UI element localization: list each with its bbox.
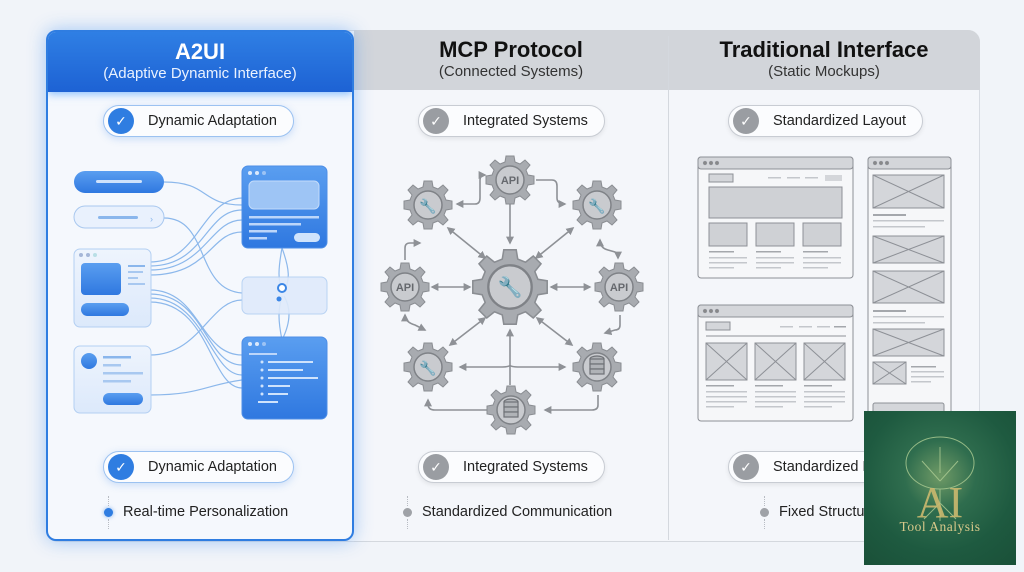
bullet-dot-icon: [104, 495, 113, 529]
a2ui-bottom-badge-label: Dynamic Adaptation: [148, 459, 277, 475]
mcp-column-header: MCP Protocol (Connected Systems): [354, 30, 668, 90]
watermark-text: Tool Analysis: [899, 519, 981, 534]
mcp-footnote-text: Standardized Communication: [422, 504, 613, 520]
wireframe-text-lines: [706, 177, 944, 408]
mcp-node-db-bottom: [486, 385, 536, 435]
traditional-footnote-text: Fixed Structure: [779, 504, 878, 520]
tool-analysis-watermark: AI Tool Analysis: [864, 411, 1016, 565]
a2ui-title: A2UI: [174, 39, 226, 64]
wrench-icon: 🔧: [419, 197, 436, 215]
mcp-node-wrench-bl: 🔧: [403, 342, 453, 392]
traditional-top-badge-label: Standardized Layout: [773, 113, 907, 129]
check-icon: ✓: [423, 108, 449, 134]
mcp-arrows: [401, 171, 622, 414]
flow-connections: [149, 181, 290, 396]
mcp-bottom-badge-label: Integrated Systems: [463, 459, 588, 475]
tree-logo-icon: AI: [905, 436, 975, 527]
mcp-node-center: 🔧: [471, 248, 549, 326]
svg-text:API: API: [396, 282, 414, 294]
mcp-bottom-badge: ✓ Integrated Systems: [418, 451, 605, 483]
mcp-top-badge: ✓ Integrated Systems: [418, 105, 605, 137]
mcp-footnote: Standardized Communication: [403, 495, 613, 529]
svg-text:›: ›: [150, 214, 153, 224]
bullet-dot-icon: [760, 495, 769, 529]
traditional-column-header: Traditional Interface (Static Mockups): [668, 30, 980, 90]
traditional-footnote: Fixed Structure: [760, 495, 878, 529]
wrench-icon: 🔧: [419, 359, 436, 377]
database-icon: [589, 355, 605, 375]
check-icon: ✓: [733, 454, 759, 480]
svg-text:API: API: [501, 175, 519, 187]
svg-text:API: API: [610, 282, 628, 294]
mcp-node-wrench-tl: 🔧: [403, 180, 453, 230]
mcp-node-api-top: API: [485, 155, 535, 205]
board-bottom-border: [354, 541, 980, 542]
wireframe-mobile: [867, 156, 952, 416]
database-icon: [503, 398, 519, 418]
mcp-title: MCP Protocol: [439, 37, 583, 62]
monogram: AI: [917, 478, 963, 527]
traditional-top-badge: ✓ Standardized Layout: [728, 105, 924, 137]
mcp-node-api-right: API: [594, 262, 644, 312]
traditional-subtitle: (Static Mockups): [768, 63, 880, 80]
check-icon: ✓: [108, 108, 134, 134]
a2ui-footnote-text: Real-time Personalization: [123, 504, 289, 520]
column-divider: [668, 36, 669, 540]
traditional-title: Traditional Interface: [719, 37, 929, 62]
mcp-top-badge-label: Integrated Systems: [463, 113, 588, 129]
ui-connector-node: [241, 276, 328, 315]
a2ui-bottom-badge: ✓ Dynamic Adaptation: [103, 451, 294, 483]
check-icon: ✓: [423, 454, 449, 480]
bullet-dot-icon: [403, 495, 412, 529]
mcp-node-wrench-tr: 🔧: [572, 180, 622, 230]
wrench-icon: 🔧: [498, 275, 523, 299]
wrench-icon: 🔧: [588, 197, 605, 215]
mcp-node-api-left: API: [380, 262, 430, 312]
a2ui-footnote: Real-time Personalization: [104, 495, 289, 529]
check-icon: ✓: [108, 454, 134, 480]
wireframe-desktop-2: [697, 304, 854, 422]
a2ui-top-badge: ✓ Dynamic Adaptation: [103, 105, 294, 137]
a2ui-subtitle: (Adaptive Dynamic Interface): [103, 65, 297, 82]
a2ui-column-header: A2UI (Adaptive Dynamic Interface): [48, 32, 352, 92]
wireframe-desktop-1: [697, 156, 854, 279]
mcp-subtitle: (Connected Systems): [438, 63, 584, 80]
check-icon: ✓: [733, 108, 759, 134]
mcp-node-db-br: [572, 342, 622, 392]
a2ui-top-badge-label: Dynamic Adaptation: [148, 113, 277, 129]
